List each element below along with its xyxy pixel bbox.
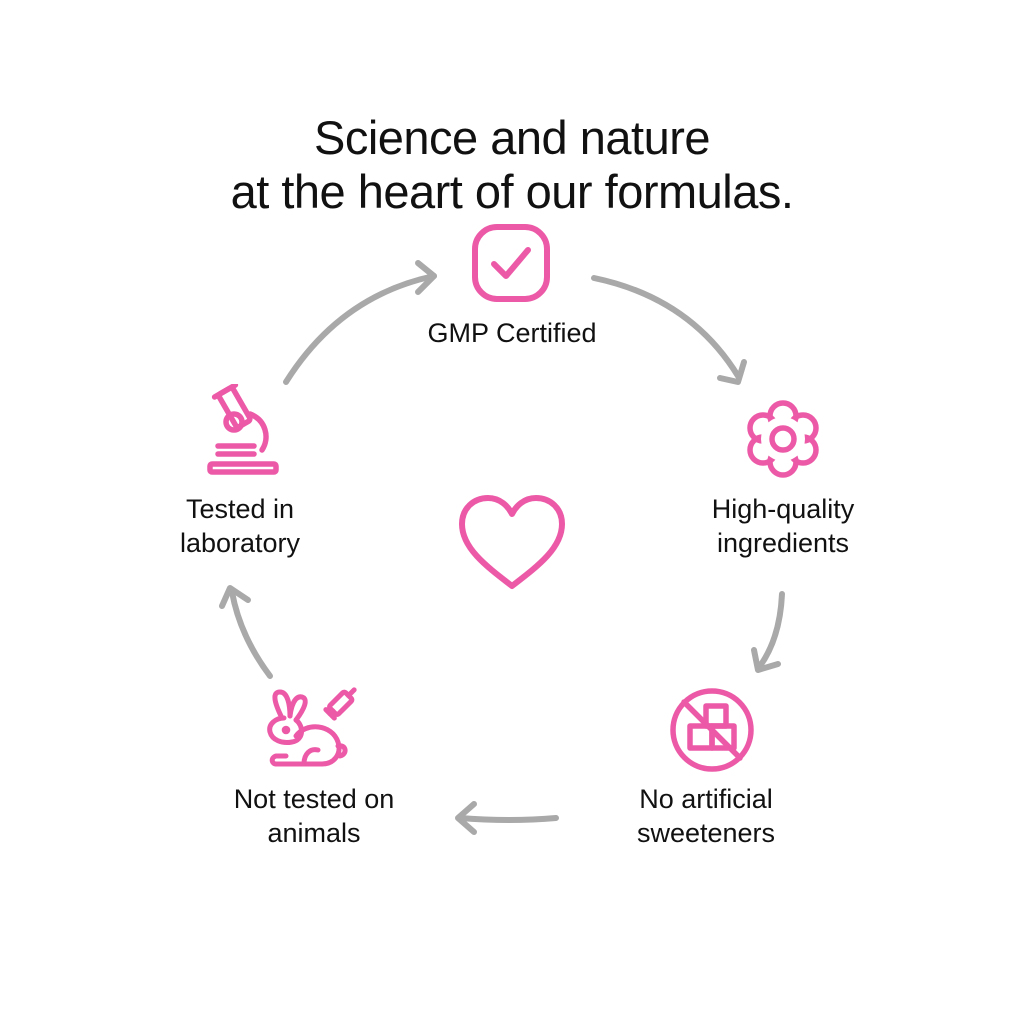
rabbit-icon — [267, 687, 357, 767]
flower-icon — [747, 400, 819, 478]
title-line-2: at the heart of our formulas. — [230, 165, 794, 219]
step-label-ingredients: High-quality ingredients — [711, 494, 855, 558]
arrow-gmp-to-ingredients — [591, 275, 747, 385]
heart-icon — [459, 495, 565, 589]
microscope-icon — [207, 384, 279, 475]
step-label-gmp: GMP Certified — [427, 318, 597, 348]
step-label-animals: Not tested on animals — [233, 784, 395, 848]
arrow-animals-to-laboratory — [219, 585, 273, 679]
arrow-laboratory-to-gmp — [283, 260, 437, 385]
title-line-1: Science and nature — [313, 111, 711, 165]
step-label-laboratory: Tested in laboratory — [179, 494, 301, 558]
page-title: Science and nature at the heart of our f… — [0, 111, 1024, 219]
arrow-ingredients-to-sweeteners — [751, 591, 785, 673]
checkbox-icon — [472, 224, 550, 302]
step-label-sweeteners: No artificial sweeteners — [636, 784, 776, 848]
no-sugar-cubes-icon — [670, 688, 754, 772]
arrow-sweeteners-to-animals — [455, 801, 559, 835]
